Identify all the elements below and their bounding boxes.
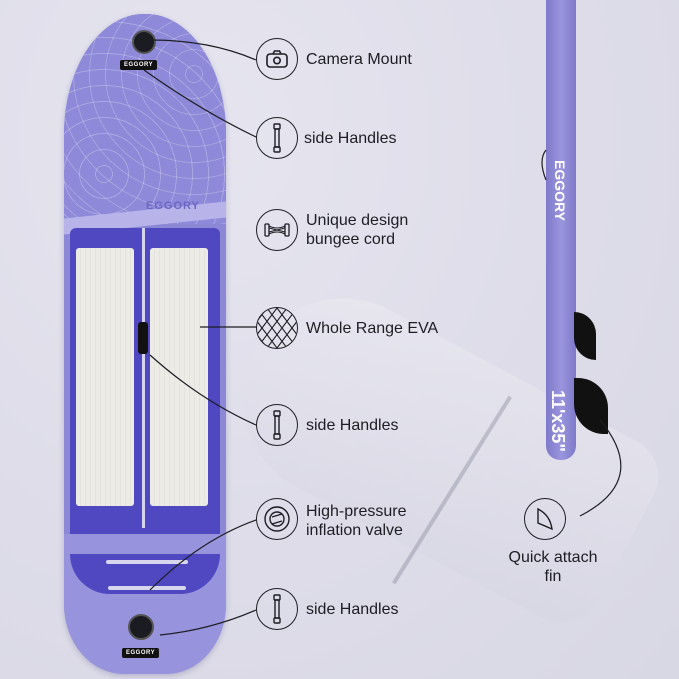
bungee-icon	[256, 209, 298, 251]
handle-icon	[256, 117, 298, 159]
valve-icon	[256, 498, 298, 540]
inflation-valve	[128, 614, 154, 640]
callout-side-handles-3: side Handles	[306, 601, 399, 618]
handle-icon	[256, 588, 298, 630]
paddle-board-top-view: EGGORY EGGORY EGGORY	[64, 14, 226, 674]
callout-bungee-cord: Unique design bungee cord	[306, 212, 409, 248]
tail-deck	[70, 554, 220, 594]
paddle-board-side-view: EGGORY 11'x35"	[546, 0, 576, 460]
small-fin	[574, 312, 596, 360]
callout-inflation-valve: High-pressure inflation valve	[306, 503, 407, 539]
front-handle-tag: EGGORY	[120, 60, 158, 70]
eva-pad-left	[76, 248, 134, 506]
callout-camera-mount: Camera Mount	[306, 51, 412, 68]
side-brand-logo: EGGORY	[552, 160, 568, 221]
callout-quick-attach-fin: Quick attach fin	[508, 549, 598, 585]
eva-pad-right	[150, 248, 208, 506]
callout-side-handles-2: side Handles	[306, 417, 399, 434]
fin-icon	[524, 498, 566, 540]
bungee-strap	[106, 560, 188, 564]
brand-logo: EGGORY	[146, 200, 200, 212]
callout-whole-range-eva: Whole Range EVA	[306, 320, 439, 337]
deck-area	[70, 228, 220, 558]
callout-side-handles-1: side Handles	[304, 130, 397, 147]
side-size-label: 11'x35"	[548, 390, 568, 452]
rear-handle-tag: EGGORY	[122, 648, 160, 658]
handle-icon	[256, 404, 298, 446]
bungee-strap	[108, 586, 186, 590]
mesh-icon	[256, 307, 298, 349]
center-handle	[138, 322, 148, 354]
camera-icon	[256, 38, 298, 80]
center-seam	[142, 228, 145, 528]
camera-mount	[132, 30, 156, 54]
